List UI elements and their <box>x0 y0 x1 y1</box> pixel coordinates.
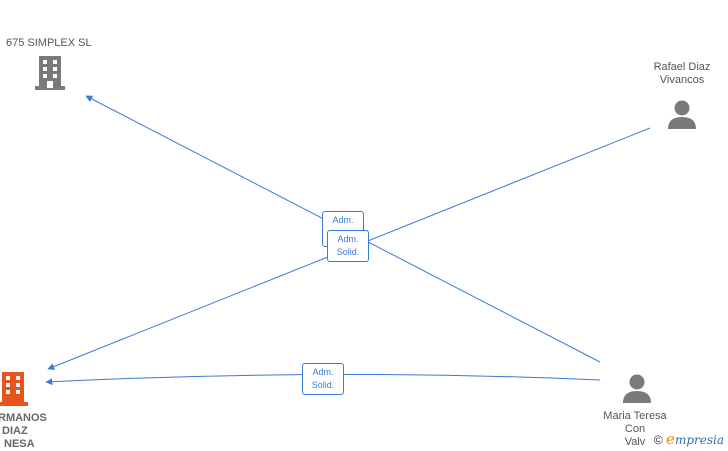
edge-badge-line: Solid. <box>336 247 360 257</box>
person-label-line: Valv <box>624 436 646 448</box>
edge-badge-line: Adm. <box>337 234 359 244</box>
person-label-line: Con <box>624 423 646 435</box>
person-label-rafael[interactable]: Rafael Diaz Vivancos <box>642 61 722 87</box>
company-label-line: RMANOS <box>0 412 47 424</box>
person-label-line: Rafael Diaz <box>653 61 711 73</box>
edge-badge-line: Solid. <box>311 380 335 390</box>
edge-badge-rafael-company[interactable]: Adm. Solid. <box>327 230 369 262</box>
brand-name: mpresia <box>674 433 724 447</box>
brand-watermark: © empresia <box>654 430 724 448</box>
person-icon[interactable] <box>623 374 651 404</box>
company-label-line: DIAZ <box>2 425 28 437</box>
copyright-icon: © <box>653 433 663 447</box>
person-label-line: Vivancos <box>659 74 705 86</box>
brand-initial: e <box>666 430 675 448</box>
company-label-bottom[interactable]: RMANOS DIAZ NESA <box>0 412 47 451</box>
person-label-maria[interactable]: Maria Teresa Con Valv <box>595 410 675 449</box>
company-label-675-simplex[interactable]: 675 SIMPLEX SL <box>6 37 92 49</box>
edge-badge-maria-company[interactable]: Adm. Solid. <box>302 363 344 395</box>
building-icon[interactable] <box>0 372 28 406</box>
person-icon[interactable] <box>668 100 696 130</box>
edge-badge-line: Adm. <box>332 215 354 225</box>
person-label-line: Maria Teresa <box>603 410 667 422</box>
edge-badge-line: Adm. <box>312 367 334 377</box>
company-label-line: NESA <box>4 438 35 450</box>
building-icon[interactable] <box>35 56 65 90</box>
